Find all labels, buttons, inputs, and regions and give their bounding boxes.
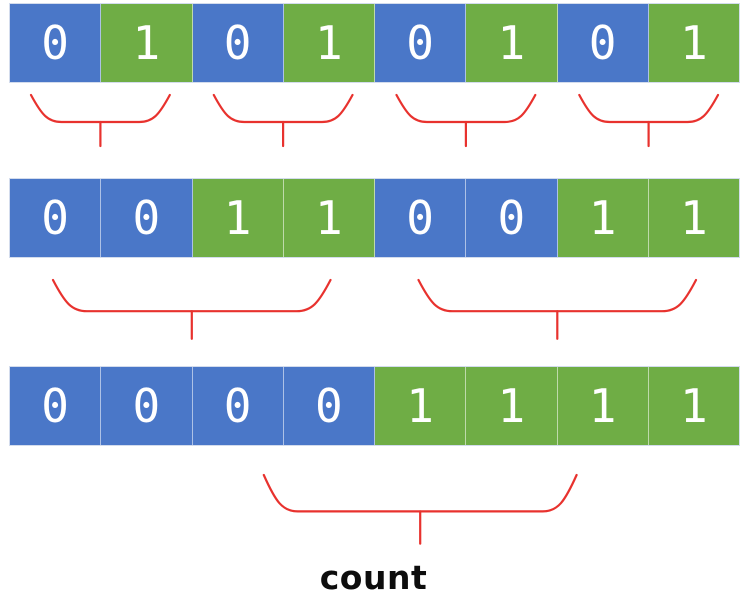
bit-row-step-3: 0 0 0 0 1 1 1 1 xyxy=(9,366,740,446)
bit-cell: 0 xyxy=(375,179,467,257)
bit-cell: 1 xyxy=(375,367,467,445)
bit-cell: 0 xyxy=(10,4,102,82)
bit-cell: 1 xyxy=(648,367,739,445)
bit-cell: 0 xyxy=(557,4,649,82)
bracket-1-1 xyxy=(29,93,171,124)
bit-cell: 1 xyxy=(557,179,649,257)
bit-row-step-2: 0 0 1 1 0 0 1 1 xyxy=(9,178,740,258)
bit-cell: 0 xyxy=(192,4,284,82)
count-label: count xyxy=(319,558,428,597)
bit-cell: 0 xyxy=(466,179,558,257)
bit-cell: 1 xyxy=(466,367,558,445)
bit-row-step-1: 0 1 0 1 0 1 0 1 xyxy=(9,3,740,83)
bit-cell: 1 xyxy=(101,4,193,82)
bit-cell: 0 xyxy=(101,367,193,445)
bracket-1-2 xyxy=(212,93,354,124)
bit-cell: 0 xyxy=(10,367,102,445)
bracket-1-3 xyxy=(395,93,537,124)
bracket-1-4 xyxy=(578,93,720,124)
bit-cell: 0 xyxy=(192,367,284,445)
bracket-2-2 xyxy=(417,278,698,313)
bracket-3-1 xyxy=(262,473,578,513)
bit-cell: 1 xyxy=(466,4,558,82)
bit-cell: 0 xyxy=(283,367,375,445)
bit-cell: 1 xyxy=(192,179,284,257)
bit-cell: 1 xyxy=(283,4,375,82)
bit-cell: 0 xyxy=(10,179,102,257)
bit-cell: 1 xyxy=(557,367,649,445)
bit-cell: 1 xyxy=(648,179,739,257)
bit-cell: 0 xyxy=(375,4,467,82)
bit-cell: 1 xyxy=(283,179,375,257)
bit-cell: 1 xyxy=(648,4,739,82)
bracket-2-1 xyxy=(51,278,332,313)
bit-cell: 0 xyxy=(101,179,193,257)
